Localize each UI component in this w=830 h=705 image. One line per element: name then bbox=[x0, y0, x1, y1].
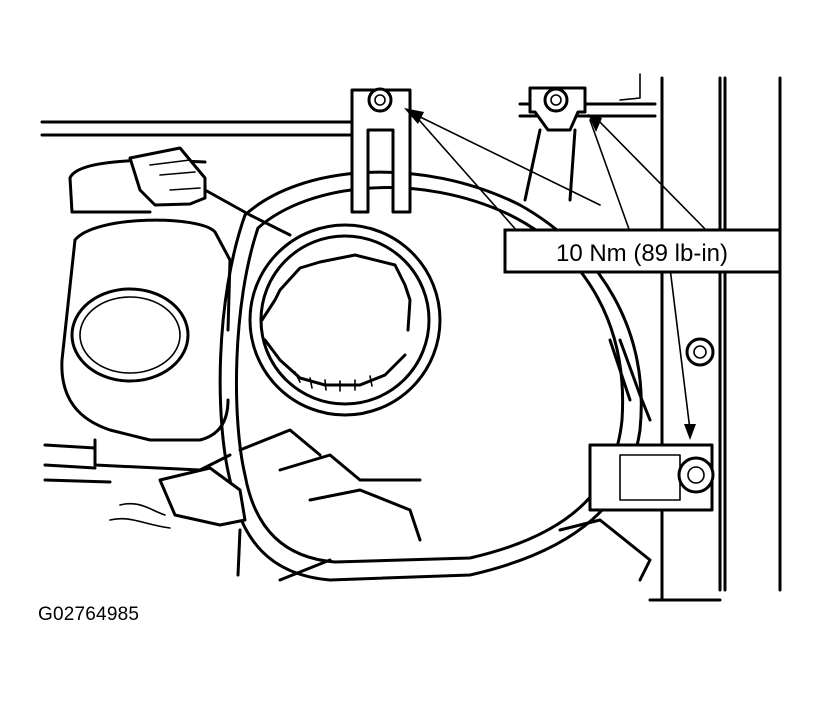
leader-lines bbox=[404, 108, 709, 440]
arrow-head-upper-right bbox=[588, 114, 602, 132]
callout-box bbox=[503, 228, 782, 274]
lower-hoses bbox=[109, 428, 652, 582]
callout-label: 10 Nm (89 lb-in) bbox=[556, 240, 728, 267]
bolt-lower-right bbox=[677, 456, 715, 494]
bolt-upper-right bbox=[543, 87, 569, 113]
bolt-upper-left bbox=[367, 87, 393, 113]
reservoir bbox=[43, 158, 232, 484]
lower-right-bracket bbox=[588, 337, 715, 512]
arrow-head-upper-left bbox=[404, 108, 424, 124]
upper-left-bracket bbox=[350, 87, 412, 214]
bolt-side-right bbox=[685, 337, 715, 367]
torque-callout: 10 Nm (89 lb-in) bbox=[503, 228, 782, 274]
upper-right-bracket bbox=[523, 86, 587, 202]
sensor-connector bbox=[128, 146, 292, 237]
figure-id: G02764985 bbox=[38, 604, 140, 625]
arrow-head-lower-right bbox=[684, 424, 696, 440]
